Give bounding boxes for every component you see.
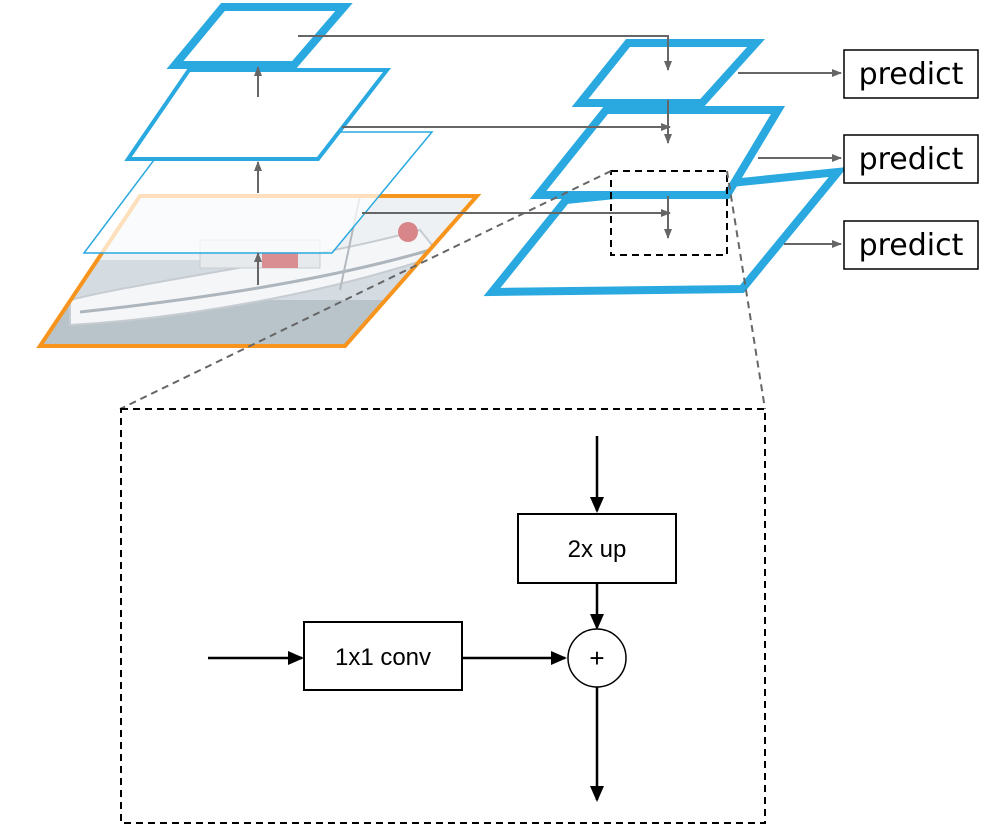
upsample-box: 2x up bbox=[517, 513, 677, 584]
lateral-connection-3 bbox=[298, 35, 672, 71]
add-symbol: + bbox=[589, 643, 604, 673]
lateral-conv-box: 1x1 conv bbox=[303, 621, 463, 691]
predict-label-middle: predict bbox=[859, 142, 964, 177]
lateral-conv-label: 1x1 conv bbox=[335, 644, 431, 671]
add-node: + bbox=[567, 628, 627, 688]
bottom-up-level-3 bbox=[166, 3, 353, 69]
detail-frame bbox=[120, 408, 766, 824]
top-down-level-2 bbox=[529, 106, 786, 199]
merge-detail-block: 2x up 1x1 conv + bbox=[120, 408, 766, 824]
predict-box-middle: predict bbox=[843, 134, 979, 184]
upsample-label: 2x up bbox=[568, 536, 627, 563]
predict-label-top: predict bbox=[859, 57, 964, 92]
predict-box-bottom: predict bbox=[843, 220, 979, 270]
bottom-up-level-2 bbox=[124, 68, 392, 161]
predict-box-top: predict bbox=[843, 49, 979, 99]
bottom-up-pathway bbox=[36, 3, 482, 348]
zoom-connector-left bbox=[119, 170, 612, 410]
top-down-level-3 bbox=[571, 39, 765, 107]
predict-label-bottom: predict bbox=[859, 228, 964, 263]
zoom-connector-right bbox=[726, 170, 766, 410]
zoom-region-box bbox=[610, 170, 728, 256]
top-down-pathway bbox=[298, 35, 848, 297]
